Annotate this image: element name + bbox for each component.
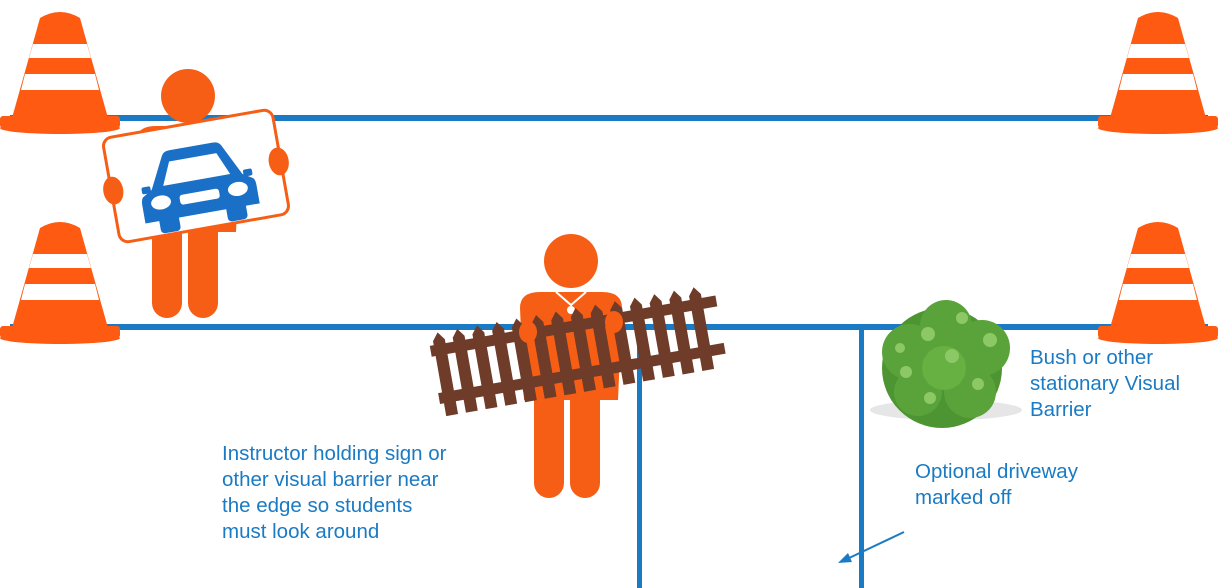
bush-note: Bush or other stationary Visual Barrier bbox=[1030, 345, 1218, 423]
traffic-cone-icon bbox=[1098, 222, 1218, 344]
bush-icon bbox=[870, 300, 1022, 428]
hand bbox=[605, 311, 623, 333]
driveway-line-right bbox=[859, 327, 864, 588]
hand bbox=[519, 321, 537, 343]
driveway-note: Optional driveway marked off bbox=[915, 459, 1155, 511]
car-sign bbox=[94, 107, 298, 244]
traffic-cone-icon bbox=[0, 12, 120, 134]
traffic-cone-icon bbox=[1098, 12, 1218, 134]
traffic-cone-icon bbox=[0, 222, 120, 344]
arrow-icon bbox=[838, 532, 904, 563]
instructor-note: Instructor holding sign or other visual … bbox=[222, 441, 542, 545]
